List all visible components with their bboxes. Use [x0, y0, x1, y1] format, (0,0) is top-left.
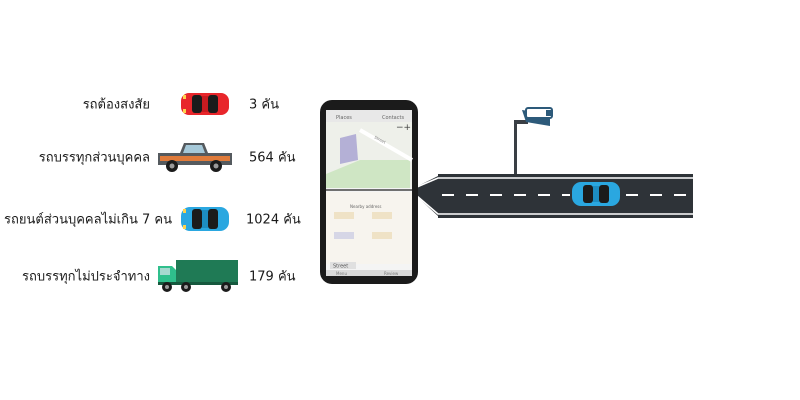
traffic-scene: Places Contacts Street −+ Nearby address…: [320, 100, 693, 284]
zoom-control[interactable]: −+: [396, 123, 411, 133]
vehicle-count: 1024 คัน: [246, 212, 301, 228]
vehicle-count: 3 คัน: [249, 97, 279, 113]
vehicle-label: รถบรรทุกไม่ประจำทาง: [22, 269, 150, 285]
map-street-label: Street: [374, 134, 387, 144]
pickup-truck-icon: [158, 143, 232, 172]
nearby-address-label: Nearby address: [350, 204, 381, 209]
phone-tab-right[interactable]: Contacts: [382, 115, 404, 121]
phone-tab-left[interactable]: Places: [336, 115, 352, 121]
road: [409, 174, 693, 218]
cctv-camera-icon: [514, 107, 553, 174]
phone-menu-button[interactable]: Menu: [336, 271, 347, 276]
smartphone: Places Contacts Street −+ Nearby address…: [320, 100, 418, 284]
green-truck-icon: [158, 260, 238, 292]
red-car-icon: [181, 93, 229, 115]
vehicle-row-non-route-truck: รถบรรทุกไม่ประจำทาง 179 คัน: [0, 256, 300, 296]
blue-car-icon: [181, 207, 229, 231]
vehicle-label: รถยนต์ส่วนบุคคลไม่เกิน 7 คน: [4, 212, 172, 228]
phone-bottom-street: Street: [333, 264, 348, 270]
vehicle-row-private-car: รถยนต์ส่วนบุคคลไม่เกิน 7 คน 1024 คัน: [0, 199, 301, 239]
vehicle-count: 179 คัน: [249, 269, 296, 285]
vehicle-label: รถบรรทุกส่วนบุคคล: [38, 150, 150, 166]
phone-review-button[interactable]: Review: [384, 271, 399, 276]
vehicle-row-suspicious: รถต้องสงสัย 3 คัน: [0, 84, 300, 124]
vehicle-label: รถต้องสงสัย: [82, 97, 150, 113]
vehicle-row-private-truck: รถบรรทุกส่วนบุคคล 564 คัน: [0, 137, 300, 177]
vehicle-count: 564 คัน: [249, 150, 296, 166]
blue-car-on-road-icon: [572, 182, 620, 206]
